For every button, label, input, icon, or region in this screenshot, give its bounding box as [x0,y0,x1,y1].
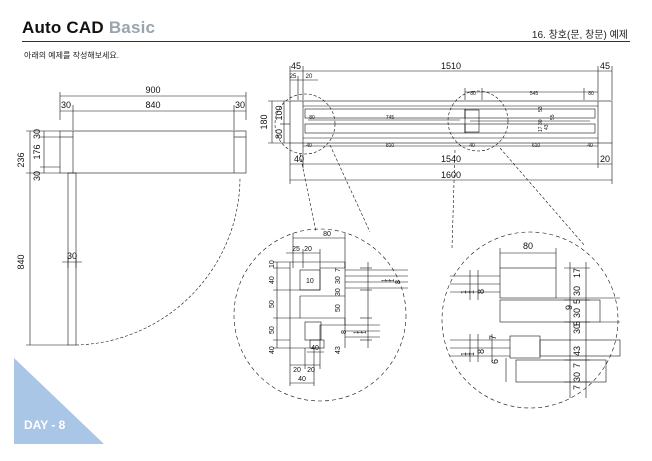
dim-dl-r30a: 30 [335,276,342,284]
dim-dl-r8a: 8 [341,330,348,334]
dim-win-in-745: 745 [386,115,395,121]
header-divider [22,41,630,42]
dim-dr-top-80: 80 [523,241,533,251]
dim-dl-left-50a: 50 [269,300,276,308]
dim-win-height-b: 100 [274,105,284,120]
dim-dr-l7: 7 [488,335,498,340]
dim-dl-r43: 43 [335,346,342,354]
dim-door-right-jamb: 30 [235,100,245,110]
dim-dl-r1b: 1 [386,278,392,282]
dim-dr-l1b: 1 [465,290,472,294]
dim-dr-v17: 17 [572,268,582,278]
dim-dl-left-10: 10 [269,260,276,268]
dim-dl-inner-10: 10 [306,278,314,285]
dim-dr-v5: 5 [572,299,582,304]
dim-door-side-top: 30 [32,129,42,139]
dim-dl-r7: 7 [335,268,342,272]
dim-dl-bot-20a: 20 [293,367,301,374]
dim-door-left-jamb: 30 [61,100,71,110]
dim-win-bottom-right: 20 [600,154,610,164]
dim-dr-v30d: 30 [572,372,582,382]
dim-dr-l1e: 1 [465,352,472,356]
dim-dl-top-25: 25 [292,246,300,253]
dim-door-leaf: 30 [67,251,77,261]
dim-dl-bot-20b: 20 [307,367,315,374]
dim-dr-l1d: 1 [461,352,468,356]
dim-win-b40b: 40 [469,143,475,149]
dim-dl-left-40b: 40 [269,346,276,354]
dim-dr-l1a: 1 [461,290,468,294]
dim-win-in-80a: 80 [470,91,476,97]
dim-win-height: 180 [259,114,269,129]
door-plan [26,92,247,346]
dim-win-bottom-mid: 1540 [441,154,461,164]
dim-dl-r1e: 1 [358,330,364,334]
window-section [268,66,613,249]
dim-win-v55: 55 [550,114,556,120]
dim-win-top-right: 45 [600,61,610,71]
title-sub: Basic [108,18,156,37]
dim-dr-v43: 43 [572,346,582,356]
dim-dl-left-40a: 40 [269,276,276,284]
page-title: Auto CAD Basic [22,18,155,38]
dim-dr-l6: 6 [490,359,500,364]
dim-win-v53: 53 [538,106,544,112]
chapter-label: 16. 창호(문, 창문) 예제 [531,30,628,41]
dim-dl-r1f: 1 [362,330,368,334]
dim-door-opening: 840 [145,100,160,110]
dim-win-b610: 610 [532,143,541,149]
dim-door-side-bottom: 30 [32,171,42,181]
dim-dr-l1c: 1 [469,290,476,294]
dim-dr-v30a: 30 [572,286,582,296]
dim-dr-l8a: 8 [476,289,486,294]
detail-left [233,228,408,402]
dim-win-in-80c: 80 [309,115,315,121]
dim-dr-v7a: 7 [572,363,582,368]
dim-dr-v30b: 30 [572,308,582,318]
dim-dl-r1c: 1 [390,278,396,282]
dim-dr-l8b: 8 [476,349,486,354]
day-badge-shape [14,358,104,444]
dim-win-b810: 810 [386,143,395,149]
dim-dl-top-20: 20 [304,246,312,253]
dim-door-swing: 840 [16,254,26,269]
dim-dl-r1a: 1 [382,278,388,282]
dim-win-v30: 30 [538,119,544,125]
dim-win-in-80b: 80 [588,91,594,97]
dim-win-top-left: 45 [291,61,301,71]
dim-win-in-545: 545 [530,91,539,97]
dim-door-side-total: 236 [16,152,26,167]
dim-door-total: 900 [145,85,160,95]
dim-win-bottom-left: 40 [294,154,304,164]
dim-dl-top-80: 80 [323,231,331,238]
dim-win-bottom-total: 1600 [441,170,461,180]
dim-dl-mid-40: 40 [311,345,319,352]
dim-door-side-mid: 176 [32,144,42,159]
dim-dr-l1f: 1 [469,352,476,356]
dim-win-b40c: 40 [587,143,593,149]
dim-win-v43: 43 [544,124,550,130]
detail-right [441,231,621,409]
dim-win-b40a: 40 [306,143,312,149]
dim-dl-bot-40: 40 [298,376,306,383]
dim-dl-r1d: 1 [354,330,360,334]
instruction-text: 아래의 예제를 작성해보세요. [24,51,119,60]
dim-dl-r50: 50 [335,304,342,312]
dim-win-top-mid: 1510 [441,61,461,71]
dim-dr-v5b: 5 [572,321,582,326]
dim-win-v17: 17 [538,126,544,132]
dim-dl-r30b: 30 [335,288,342,296]
dim-win-sub-a: 25 [290,74,297,80]
dim-win-sub-b: 20 [306,74,313,80]
dim-dl-left-50b: 50 [269,326,276,334]
dim-dr-v30c: 30 [572,324,582,334]
dim-dr-v7b: 7 [572,385,582,390]
dim-win-height-a: 80 [274,129,284,139]
dim-dl-r8b: 8 [395,280,402,284]
day-badge-label: DAY - 8 [24,418,66,432]
dim-dr-v9: 9 [564,305,574,310]
title-main: Auto CAD [22,18,104,37]
